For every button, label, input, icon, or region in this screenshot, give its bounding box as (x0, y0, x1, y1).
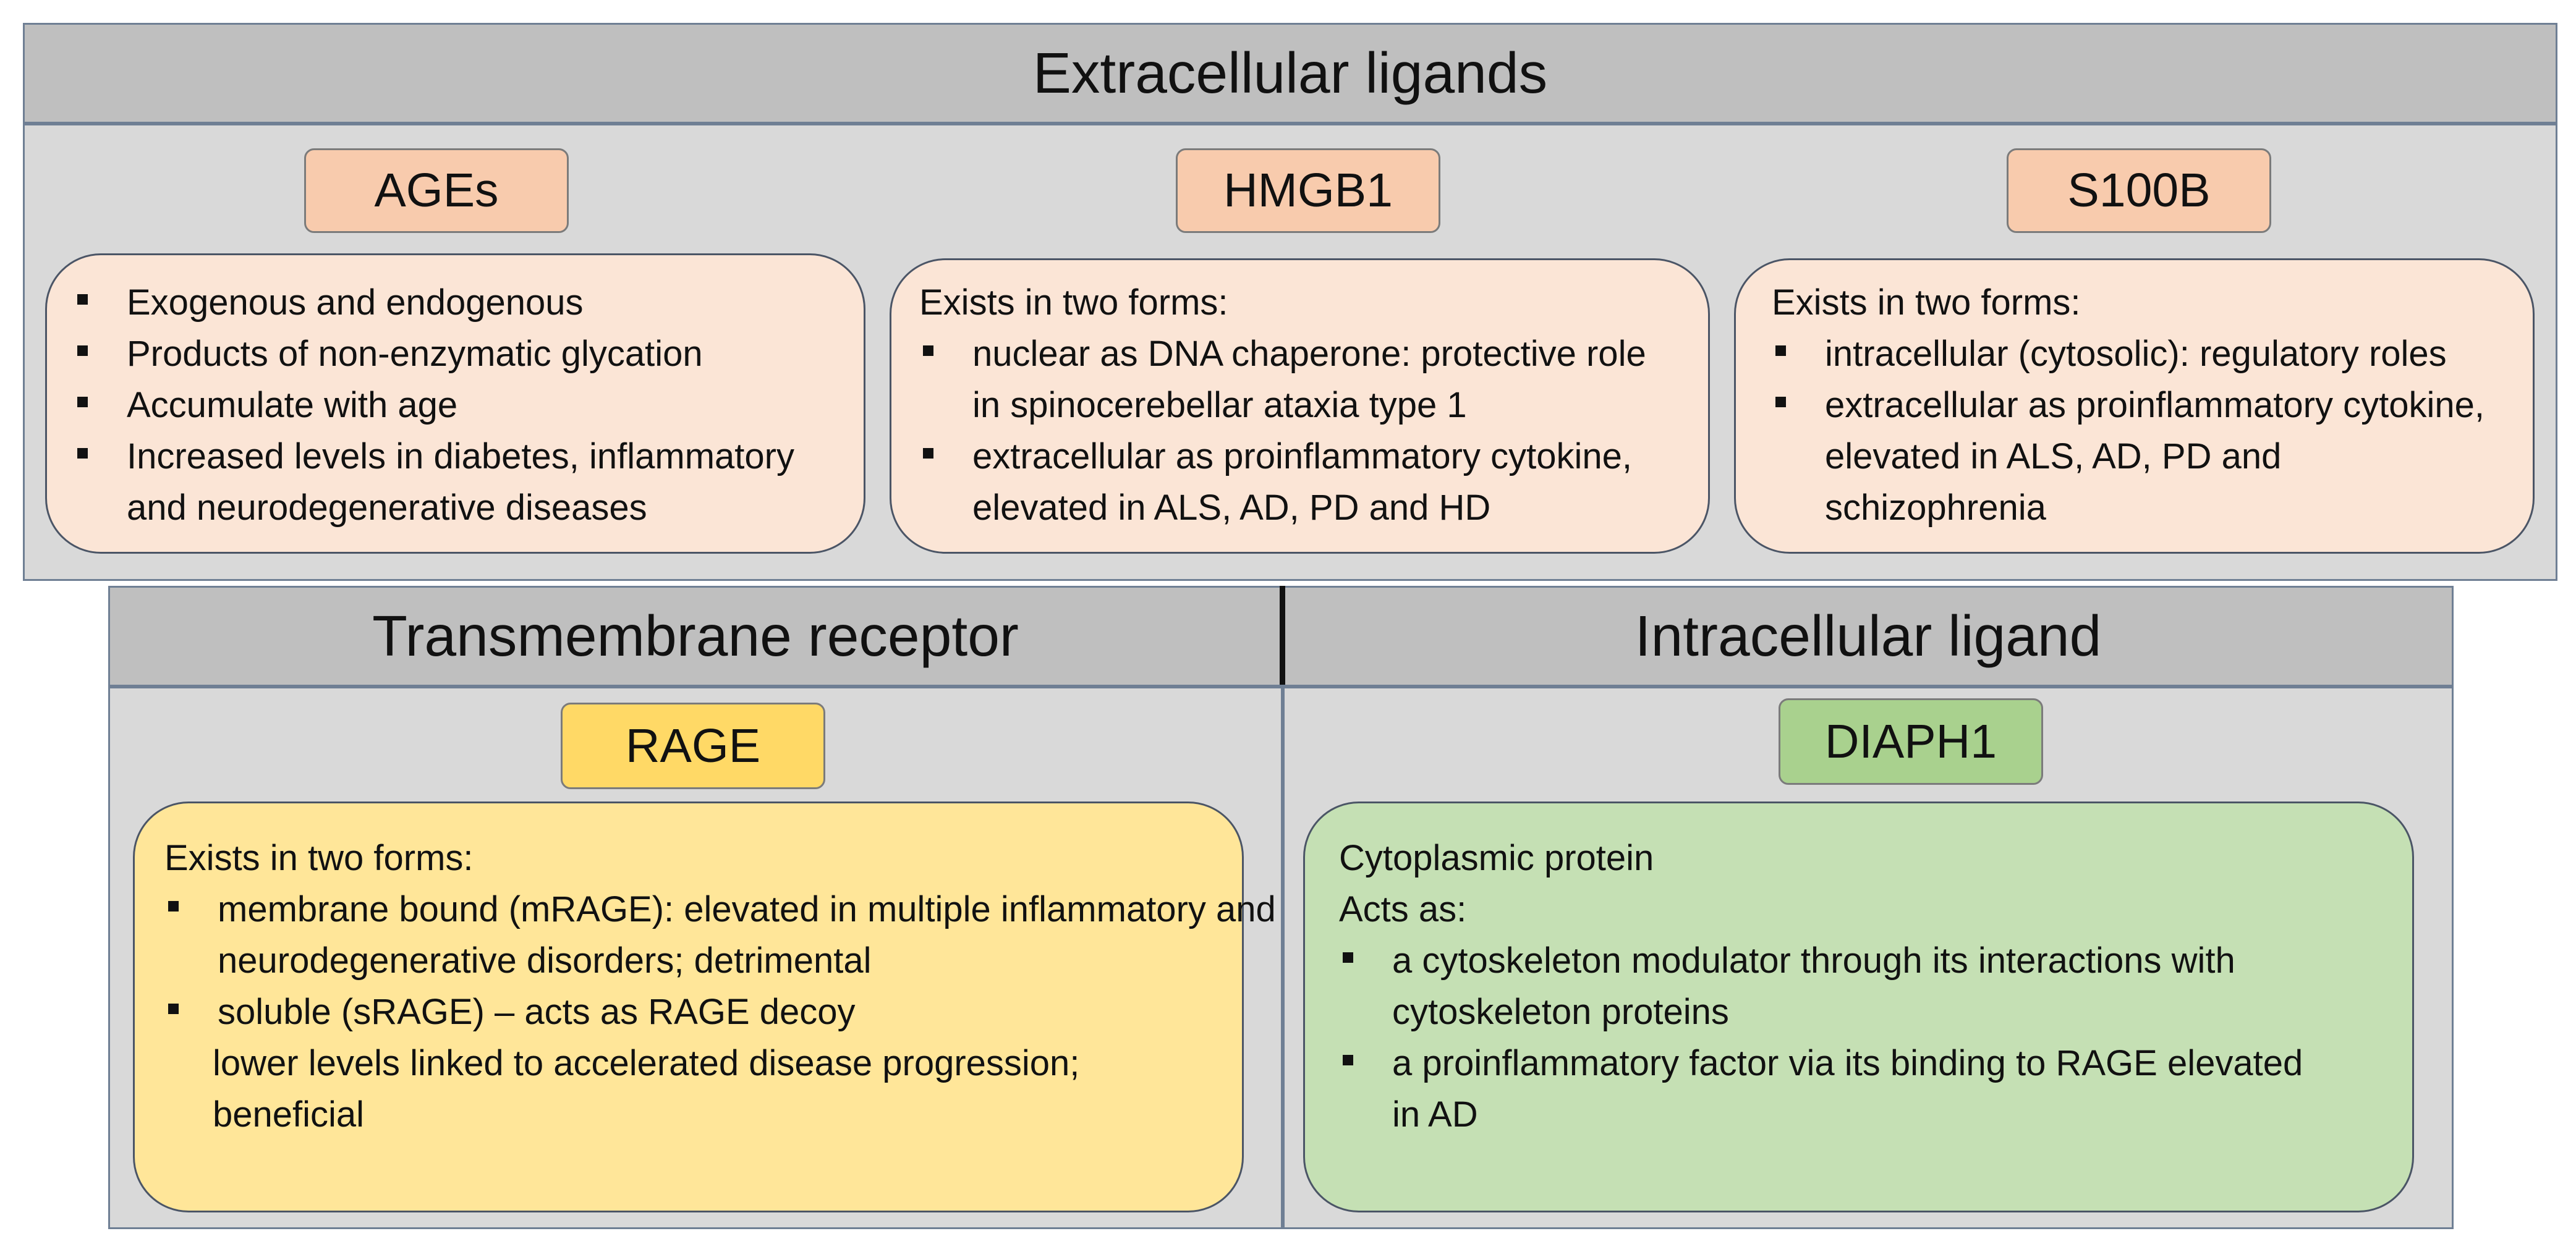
intracellular-title: Intracellular ligand (1634, 604, 2102, 668)
transmembrane-title: Transmembrane receptor (372, 604, 1019, 668)
ages-bullet: Exogenous and endogenous (74, 277, 851, 328)
extracellular-title: Extracellular ligands (1032, 41, 1548, 105)
hmgb1-tag: HMGB1 (1176, 148, 1440, 233)
diaph1-intro: Cytoplasmic protein (1339, 838, 1654, 878)
s100b-label: S100B (2067, 164, 2211, 217)
intracellular-header: Intracellular ligand (1283, 586, 2454, 687)
rage-card: Exists in two forms: membrane bound (mRA… (133, 802, 1276, 1212)
diaph1-bullet: a proinflammatory factor via its binding… (1339, 1038, 2307, 1140)
ages-label: AGEs (374, 164, 499, 217)
s100b-intro: Exists in two forms: (1772, 282, 2081, 323)
diaph1-bullet: a cytoskeleton modulator through its int… (1339, 935, 2406, 1038)
ages-bullet: Products of non-enzymatic glycation (74, 328, 851, 379)
diaph1-card: Cytoplasmic protein Acts as: a cytoskele… (1303, 802, 2414, 1212)
ages-bullet: Increased levels in diabetes, inflammato… (74, 431, 862, 533)
rage-label: RAGE (625, 719, 761, 772)
header-divider (1280, 586, 1285, 685)
s100b-bullet: extracellular as proinflammatory cytokin… (1772, 379, 2505, 533)
s100b-card: Exists in two forms: intracellular (cyto… (1734, 258, 2535, 554)
ages-card: Exogenous and endogenous Products of non… (45, 253, 865, 554)
rage-intro: Exists in two forms: (164, 838, 474, 878)
diaph1-tag: DIAPH1 (1779, 698, 2043, 785)
extracellular-header: Extracellular ligands (23, 23, 2557, 124)
diaph1-intro: Acts as: (1339, 889, 1467, 929)
rage-bullet: soluble (sRAGE) – acts as RAGE decoy (164, 986, 1230, 1038)
hmgb1-intro: Exists in two forms: (919, 282, 1228, 323)
ages-tag: AGEs (304, 148, 569, 233)
hmgb1-card: Exists in two forms: nuclear as DNA chap… (890, 258, 1710, 554)
hmgb1-bullet: nuclear as DNA chaperone: protective rol… (919, 328, 1683, 431)
transmembrane-header: Transmembrane receptor (108, 586, 1283, 687)
s100b-bullet: intracellular (cytosolic): regulatory ro… (1772, 328, 2527, 379)
rage-followup: lower levels linked to accelerated disea… (213, 1043, 1080, 1135)
diaph1-label: DIAPH1 (1824, 714, 1997, 768)
hmgb1-bullet: extracellular as proinflammatory cytokin… (919, 431, 1745, 533)
s100b-tag: S100B (2007, 148, 2271, 233)
ages-bullet: Accumulate with age (74, 379, 851, 431)
rage-bullet: membrane bound (mRAGE): elevated in mult… (164, 884, 1293, 986)
rage-tag: RAGE (561, 703, 825, 789)
hmgb1-label: HMGB1 (1223, 164, 1393, 217)
